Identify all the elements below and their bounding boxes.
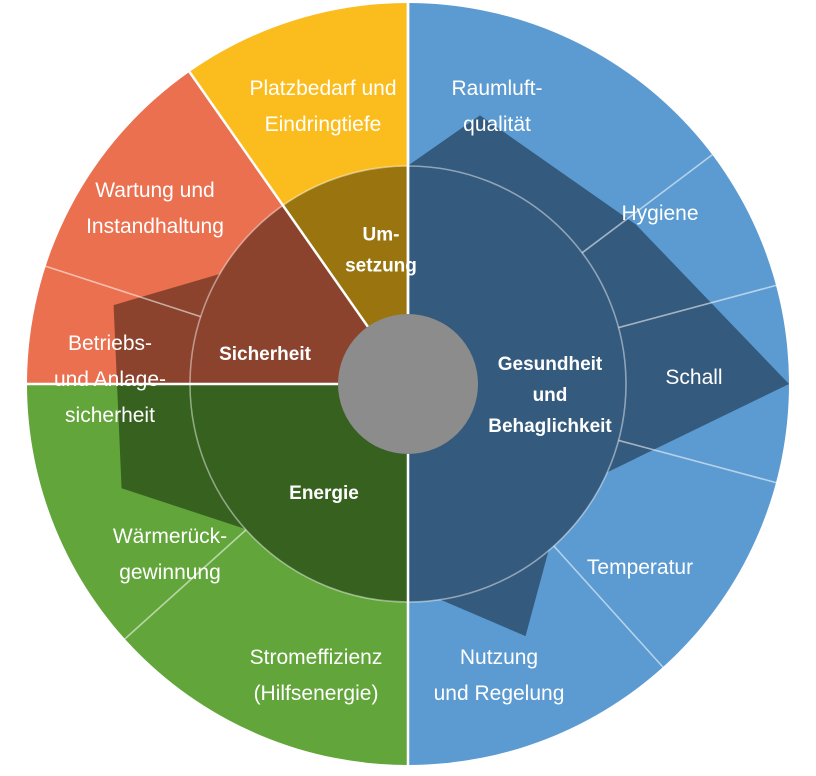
subcategory-label-platzbedarf-line: Eindringtiefe	[265, 113, 382, 136]
subcategory-label-stromeffizienz: Stromeffizienz (Hilfsenergie)	[250, 646, 383, 705]
subcategory-label-betrieb: Betriebs-und Anlage-sicherheit	[54, 332, 166, 427]
category-core-energy	[190, 384, 408, 602]
subcategory-label-waermerueck-line: Wärmerück-	[113, 525, 227, 548]
category-label-health-line: Gesundheit	[498, 354, 603, 375]
category-label-health-line: und	[533, 385, 568, 406]
subcategory-label-raumluft: Raumluft-qualität	[451, 77, 542, 136]
center-hub	[338, 314, 478, 454]
subcategory-label-hygiene: Hygiene	[621, 202, 698, 225]
subcategory-label-hygiene-line: Hygiene	[621, 202, 698, 225]
subcategory-label-betrieb-line: Betriebs-	[68, 332, 152, 355]
subcategory-label-waermerueck-line: gewinnung	[119, 561, 221, 584]
category-label-implementation-line: setzung	[345, 256, 417, 277]
category-label-energy-line: Energie	[289, 483, 359, 504]
subcategory-label-temperatur-line: Temperatur	[587, 556, 693, 579]
subcategory-label-wartung-line: Wartung und	[95, 179, 214, 202]
subcategory-label-stromeffizienz-line: Stromeffizienz	[250, 646, 383, 669]
subcategory-label-nutzung-line: und Regelung	[434, 682, 565, 705]
category-core-health	[408, 166, 626, 602]
subcategory-label-schall: Schall	[665, 366, 722, 389]
category-label-energy: Energie	[289, 483, 359, 504]
subcategory-label-nutzung-line: Nutzung	[460, 646, 538, 669]
subcategory-label-raumluft-line: qualität	[463, 113, 531, 136]
subcategory-label-stromeffizienz-line: (Hilfsenergie)	[254, 682, 379, 705]
divider-wartung	[45, 265, 201, 318]
category-label-implementation-line: Um-	[363, 225, 400, 246]
subcategory-label-nutzung: Nutzung und Regelung	[434, 646, 565, 705]
subcategory-label-raumluft-line: Raumluft-	[451, 77, 542, 100]
hub-circle	[338, 314, 478, 454]
divider-lines	[27, 3, 777, 765]
category-label-health-line: Behaglichkeit	[488, 416, 612, 437]
subcategory-label-betrieb-line: sicherheit	[65, 404, 155, 427]
divider-platzbedarf	[188, 71, 369, 328]
category-label-safety-line: Sicherheit	[219, 344, 312, 365]
category-label-implementation: Um-setzung	[345, 225, 417, 277]
divider-waermerueck	[124, 529, 247, 640]
divider-hygiene	[581, 154, 713, 254]
divider-nutzung	[553, 545, 664, 668]
category-label-safety: Sicherheit	[219, 344, 312, 365]
subcategory-label-temperatur: Temperatur	[587, 556, 693, 579]
category-core-safety	[190, 205, 408, 384]
subcategory-label-schall-line: Schall	[665, 366, 722, 389]
divider-temperatur	[618, 439, 777, 484]
subcategory-label-waermerueck: Wärmerück-gewinnung	[113, 525, 227, 584]
subcategory-label-platzbedarf-line: Platzbedarf und	[249, 77, 396, 100]
divider-schall	[618, 284, 777, 329]
subcategory-label-betrieb-line: und Anlage-	[54, 368, 166, 391]
subcategory-label-wartung-line: Instandhaltung	[86, 215, 224, 238]
